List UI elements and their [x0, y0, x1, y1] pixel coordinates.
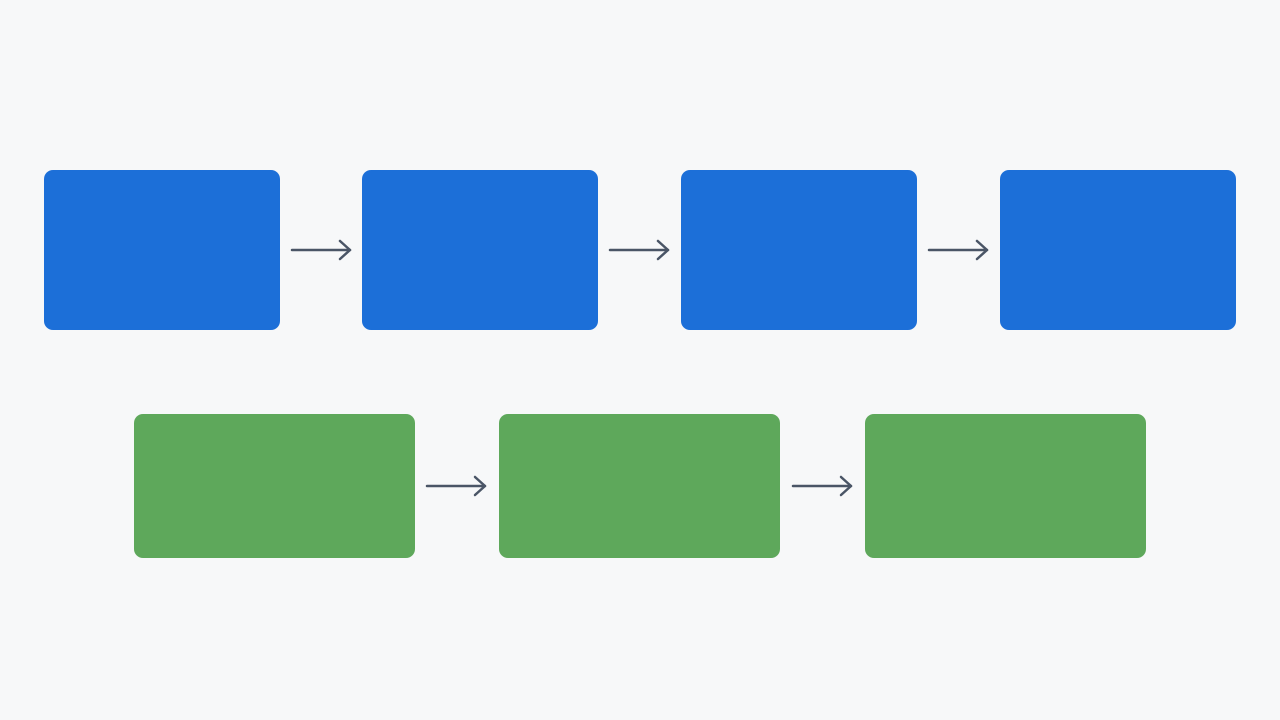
- arrow-right-icon: [927, 238, 991, 262]
- arrow-right-icon: [608, 238, 672, 262]
- green-step-3: [865, 414, 1146, 558]
- arrow-right-icon: [791, 474, 855, 498]
- green-step-1: [134, 414, 415, 558]
- arrow-right-icon: [290, 238, 354, 262]
- blue-step-1: [44, 170, 280, 330]
- arrow-right-icon: [425, 474, 489, 498]
- blue-step-2: [362, 170, 598, 330]
- blue-step-4: [1000, 170, 1236, 330]
- blue-step-3: [681, 170, 917, 330]
- green-step-2: [499, 414, 780, 558]
